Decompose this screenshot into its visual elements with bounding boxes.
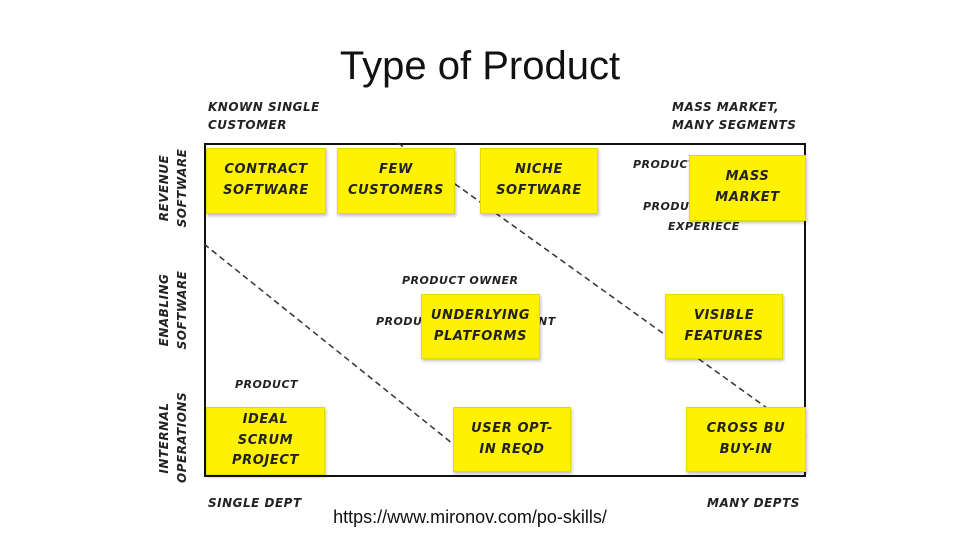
row-label-internal: Internal Operations xyxy=(157,391,189,483)
note-contract-software: Contract Software xyxy=(206,148,326,214)
slide-title: Type of Product xyxy=(339,44,621,88)
source-url: https://www.mironov.com/po-skills/ xyxy=(333,507,607,527)
note-visible-features: Visible Features xyxy=(665,294,783,359)
note-niche-software: Niche Software xyxy=(480,148,598,214)
axis-label-top-right: Mass Market, Many Segments xyxy=(672,100,797,132)
text-po-mid-3: nt xyxy=(538,315,556,328)
axis-label-bottom-right: Many Depts xyxy=(707,496,800,510)
text-po-top-right-1: Product xyxy=(633,158,697,171)
note-underlying-platforms: Underlying Platforms xyxy=(421,294,540,359)
note-few-customers: Few Customers xyxy=(337,148,455,214)
text-po-mid-2: Produ xyxy=(376,315,423,328)
text-po-bottom: Product xyxy=(235,378,299,391)
note-cross-bu-buy-in: Cross Bu Buy-In xyxy=(686,407,806,472)
axis-label-bottom-left: Single Dept xyxy=(208,496,302,510)
axis-label-top-left: Known Single Customer xyxy=(208,100,320,132)
text-po-top-right-3: Experiece xyxy=(668,220,740,233)
note-user-opt-in-reqd: User Opt- In Reqd xyxy=(453,407,571,472)
row-label-enabling: Enabling Software xyxy=(157,270,189,350)
row-label-revenue: Revenue Software xyxy=(157,148,189,228)
text-po-top-right-2: Produ xyxy=(643,200,690,213)
note-mass-market: Mass Market xyxy=(689,155,806,221)
text-po-mid-1: Product Owner xyxy=(402,274,519,287)
note-ideal-scrum-project: Ideal Scrum Project xyxy=(206,407,325,475)
